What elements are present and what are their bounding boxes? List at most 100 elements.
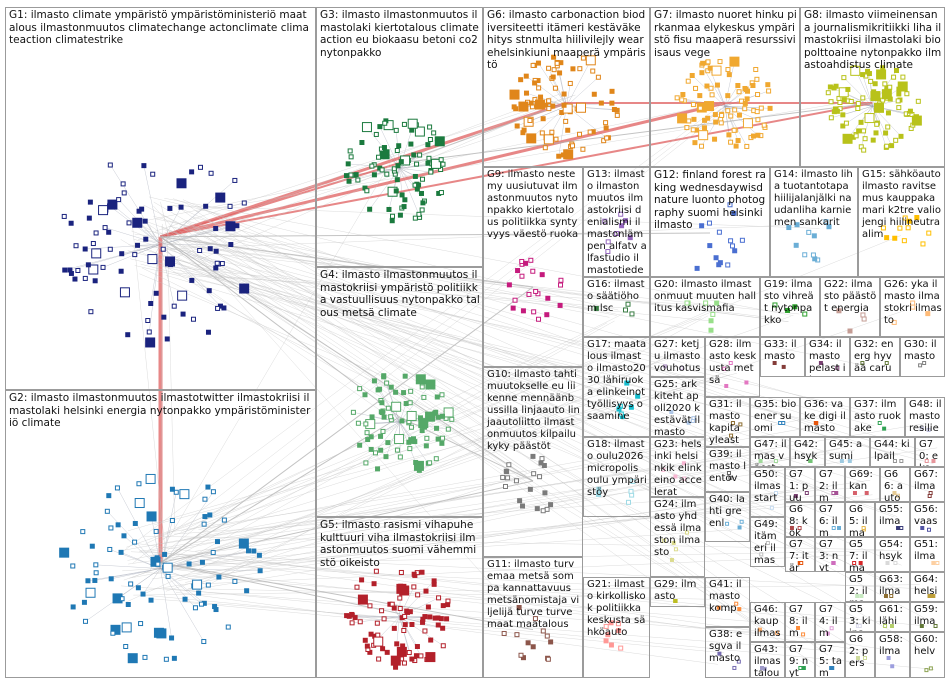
vertex-g37 <box>882 426 887 431</box>
vertex-g7 <box>726 132 732 138</box>
vertex-g7 <box>690 102 696 108</box>
vertex-g1 <box>167 205 173 211</box>
edge-internal <box>399 616 444 646</box>
vertex-g3 <box>384 171 390 177</box>
vertex-g1 <box>189 277 195 283</box>
vertex-g78 <box>801 632 806 637</box>
vertex-g18 <box>625 499 631 505</box>
vertex-g71 <box>793 494 798 498</box>
vertex-g4 <box>363 421 369 427</box>
vertex-g3 <box>343 173 349 179</box>
group-label-g49: G49: itämeri ilmas <box>754 519 778 566</box>
vertex-g2 <box>216 574 222 580</box>
vertex-g13 <box>619 223 625 229</box>
edge-between-groups <box>126 316 791 548</box>
group-box-g9: G9: ilmasto nestemy uusiutuvat ilmastonm… <box>483 167 583 367</box>
vertex-g5 <box>436 595 442 601</box>
vertex-g74 <box>829 626 834 631</box>
vertex-g16 <box>622 307 628 313</box>
vertex-g8 <box>889 143 895 149</box>
vertex-g6 <box>562 103 573 114</box>
vertex-g8 <box>845 86 851 92</box>
group-box-g15: G15: sähköauto ilmasto ravitsemus kauppa… <box>858 167 945 277</box>
vertex-g1 <box>234 223 240 229</box>
vertex-g2 <box>182 596 188 602</box>
vertex-g4 <box>368 434 374 440</box>
vertex-g7 <box>726 72 732 78</box>
vertex-g2 <box>163 656 169 662</box>
group-box-g41: G41: ilmasto komp <box>705 577 750 627</box>
vertex-g18 <box>596 486 602 492</box>
vertex-g6 <box>576 102 587 113</box>
vertex-g2 <box>136 481 142 487</box>
group-label-g64: G64: helsi <box>914 574 938 597</box>
group-box-g61: G61: lähi <box>875 602 910 632</box>
vertex-g47 <box>773 459 778 463</box>
vertex-g4 <box>423 443 429 449</box>
vertex-g1 <box>107 199 118 210</box>
vertex-g8 <box>891 74 897 80</box>
edge-internal <box>160 244 210 291</box>
vertex-g1 <box>141 163 147 169</box>
vertex-g2 <box>238 538 249 549</box>
vertex-g3 <box>347 148 353 154</box>
vertex-g1 <box>88 309 94 315</box>
vertex-g25 <box>686 420 691 425</box>
vertex-g3 <box>389 213 395 219</box>
vertex-g7 <box>691 116 697 122</box>
vertex-g15 <box>892 235 898 241</box>
vertex-g3 <box>345 161 351 167</box>
vertex-g6 <box>520 130 526 136</box>
vertex-g48 <box>919 426 924 431</box>
vertex-g3 <box>399 192 405 198</box>
vertex-g7 <box>704 101 715 112</box>
vertex-g6 <box>543 134 554 145</box>
vertex-g1 <box>121 190 127 196</box>
vertex-g8 <box>862 136 868 142</box>
vertex-g2 <box>171 655 177 661</box>
group-box-g71: G71: puu <box>785 467 815 502</box>
vertex-g2 <box>214 539 220 545</box>
vertex-g1 <box>176 178 187 189</box>
vertex-g7 <box>754 76 760 82</box>
vertex-g5 <box>445 602 451 608</box>
vertex-g2 <box>93 570 99 576</box>
group-label-g13: G13: ilmasto ilmastonmuutos ilmastokriis… <box>587 169 647 276</box>
group-box-g2: G2: ilmasto ilmastonmuutos ilmastotwitte… <box>5 390 316 678</box>
vertex-g6 <box>561 91 567 97</box>
vertex-g9 <box>519 273 525 279</box>
edge-between-groups <box>160 225 829 550</box>
group-box-g10: G10: ilmasto tahtimuutokselle eu liikenn… <box>483 367 583 557</box>
vertex-g7 <box>690 127 696 133</box>
edge-internal <box>160 568 172 639</box>
vertex-g10 <box>537 474 543 480</box>
vertex-g51 <box>931 561 936 565</box>
group-box-g73: G73: nyt <box>815 537 845 572</box>
vertex-g1 <box>82 275 88 281</box>
vertex-g3 <box>386 206 392 212</box>
group-label-g18: G18: ilmasto oulu2026 micropolis oulu ym… <box>587 439 647 498</box>
vertex-g4 <box>443 407 454 418</box>
vertex-g23 <box>681 461 686 466</box>
vertex-g5 <box>432 615 438 621</box>
vertex-g21 <box>608 642 614 648</box>
vertex-g11 <box>514 632 520 638</box>
vertex-g2 <box>251 548 257 554</box>
vertex-g8 <box>866 71 872 77</box>
vertex-g16 <box>625 301 631 307</box>
vertex-g4 <box>419 384 425 390</box>
vertex-g71 <box>804 491 809 495</box>
edge-between-groups <box>149 157 394 571</box>
vertex-g8 <box>860 72 866 78</box>
group-box-g37: G37: ilmasto ruokake <box>850 397 905 437</box>
edge-internal <box>118 568 161 598</box>
vertex-g2 <box>110 624 121 635</box>
vertex-g4 <box>449 416 455 422</box>
edge-between-groups <box>145 425 399 545</box>
group-box-g56: G56: vaas <box>910 502 945 537</box>
vertex-g69 <box>852 491 857 495</box>
vertex-g2 <box>118 549 124 555</box>
vertex-g10 <box>530 453 536 459</box>
vertex-g36 <box>813 421 818 425</box>
vertex-g57 <box>852 561 857 565</box>
